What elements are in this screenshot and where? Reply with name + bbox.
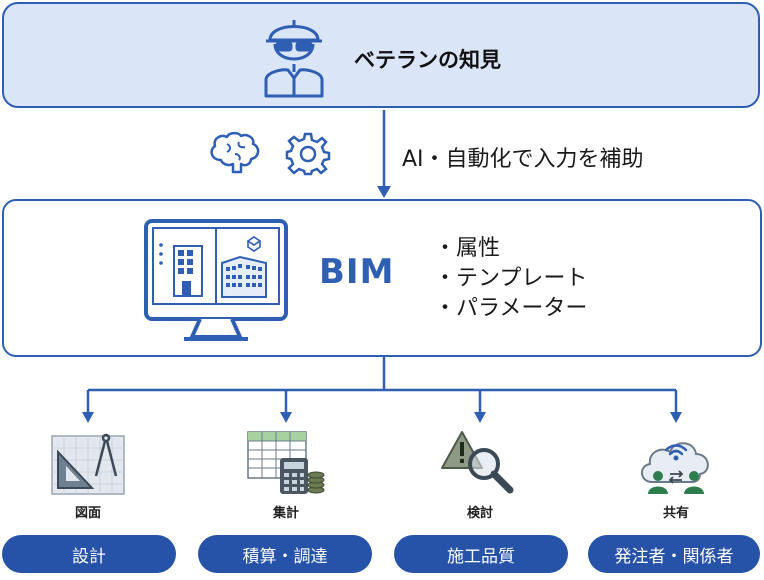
- bim-feature-list: ・属性 ・テンプレート ・パラメーター: [434, 234, 587, 324]
- warning-magnifier-icon: [441, 431, 514, 494]
- pill-client-stakeholders: 発注者・関係者: [588, 535, 760, 573]
- bim-label: BIM: [319, 252, 395, 292]
- gear-icon: [285, 132, 331, 176]
- pill-estimation-procurement: 積算・調達: [198, 535, 372, 573]
- spreadsheet-calculator-icon: [247, 431, 325, 494]
- monitor-icon: [144, 219, 288, 341]
- use-caption-drawings: 図面: [74, 506, 101, 521]
- use-caption-aggregation: 集計: [272, 506, 299, 521]
- use-caption-review: 検討: [466, 506, 493, 521]
- veteran-knowledge-box: [2, 2, 760, 108]
- cloud-share-icon: [641, 442, 709, 494]
- pill-construction-quality: 施工品質: [394, 535, 568, 573]
- bim-feature-attributes: ・属性: [434, 236, 501, 261]
- bim-feature-templates: ・テンプレート: [434, 266, 588, 291]
- bim-feature-parameters: ・パラメーター: [434, 296, 588, 321]
- bim-box: [2, 199, 762, 357]
- ai-assist-label: AI・自動化で入力を補助: [402, 147, 644, 172]
- pill-design: 設計: [2, 535, 176, 573]
- use-caption-sharing: 共有: [662, 506, 689, 521]
- veteran-knowledge-title: ベテランの知見: [354, 48, 501, 72]
- drafting-icon: [51, 433, 125, 495]
- brain-icon: [210, 131, 260, 174]
- worker-icon: [264, 20, 324, 98]
